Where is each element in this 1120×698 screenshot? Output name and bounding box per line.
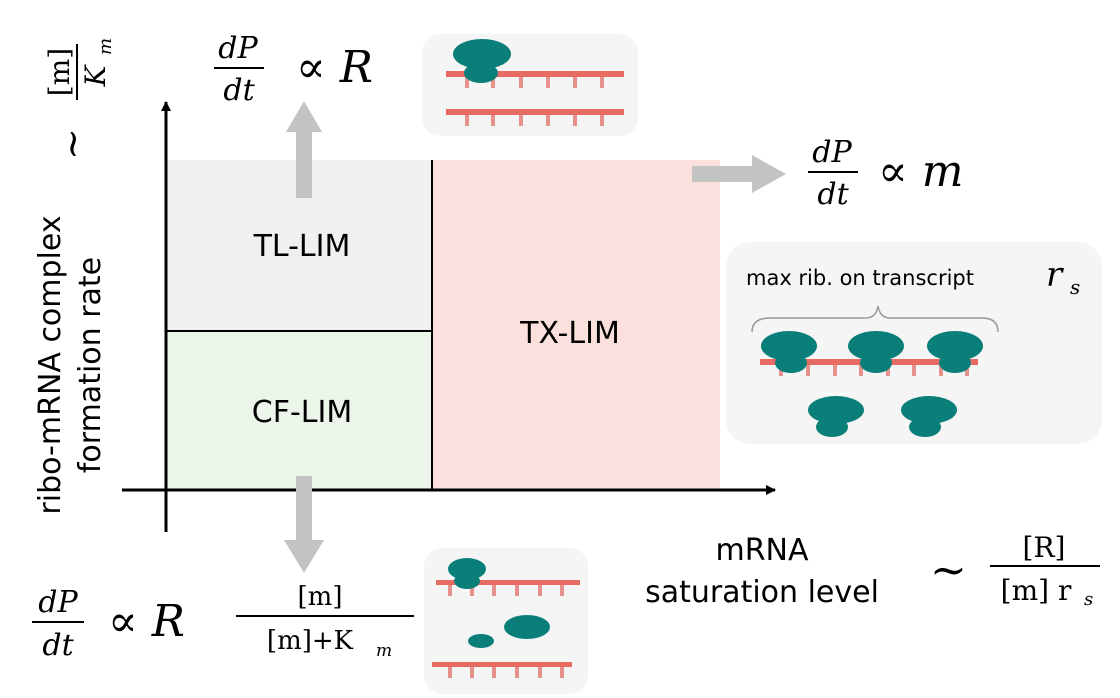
tx-illustration-panel: max rib. on transcript r s — [726, 242, 1102, 444]
panel-label: max rib. on transcript — [746, 266, 974, 290]
y-scale-numerator: [m] — [43, 48, 76, 96]
large-subunit-icon — [504, 615, 550, 639]
cf-lim-region — [166, 331, 432, 490]
svg-text:∝ R: ∝ R — [108, 596, 185, 647]
arrow-up-gray — [286, 101, 322, 198]
tl-illustration-panel — [422, 34, 638, 136]
x-scale-numerator: [R] — [1023, 531, 1066, 564]
svg-text:[m]: [m] — [298, 582, 343, 612]
x-axis-label-line2: saturation level — [645, 575, 879, 610]
panel-symbol: r — [1046, 255, 1064, 295]
svg-text:m: m — [376, 641, 392, 661]
y-axis-label-line1: ribo-mRNA complex — [33, 215, 68, 514]
tx-lim-region — [432, 160, 720, 490]
x-axis-label-line1: mRNA — [715, 533, 809, 568]
svg-text:~: ~ — [930, 545, 967, 596]
cf-illustration-panel — [424, 548, 588, 694]
ribosome-icon — [761, 331, 983, 373]
small-subunit-icon — [468, 634, 494, 648]
y-scale-fraction: ~ [m] K m — [43, 38, 116, 160]
svg-text:dt: dt — [223, 73, 255, 108]
svg-text:dP: dP — [38, 585, 78, 620]
svg-text:∝ R: ∝ R — [296, 42, 373, 93]
free-ribosome-icon — [808, 396, 957, 437]
y-axis-label-line2: formation rate — [73, 257, 108, 473]
arrow-right-gray — [692, 155, 786, 193]
svg-text:s: s — [1084, 589, 1093, 610]
svg-text:[m]+K: [m]+K — [267, 626, 354, 656]
ribosome-icon — [448, 558, 486, 589]
tl-rate-equation: dP dt ∝ R — [214, 31, 373, 108]
arrow-down-gray — [284, 476, 324, 573]
brace-icon — [751, 305, 999, 333]
ribosome-icon — [453, 39, 511, 83]
svg-text:m: m — [95, 38, 116, 55]
svg-text:~: ~ — [50, 128, 94, 160]
svg-text:s: s — [1070, 275, 1080, 299]
tx-rate-equation: dP dt ∝ m — [808, 135, 964, 212]
x-scale-fraction: ~ [R] [m] r s — [930, 531, 1100, 610]
svg-text:dP: dP — [218, 31, 258, 66]
cf-rate-equation: dP dt ∝ R [m] [m]+K m — [32, 582, 414, 663]
y-scale-denominator: K — [79, 63, 112, 87]
svg-text:dt: dt — [817, 177, 849, 212]
svg-text:dt: dt — [42, 628, 74, 663]
cf-lim-label: CF-LIM — [252, 395, 352, 430]
svg-text:dP: dP — [812, 135, 852, 170]
tl-lim-label: TL-LIM — [253, 229, 351, 264]
x-scale-denominator: [m] r — [1001, 574, 1072, 607]
tx-lim-label: TX-LIM — [519, 316, 620, 351]
svg-text:∝ m: ∝ m — [878, 146, 964, 197]
